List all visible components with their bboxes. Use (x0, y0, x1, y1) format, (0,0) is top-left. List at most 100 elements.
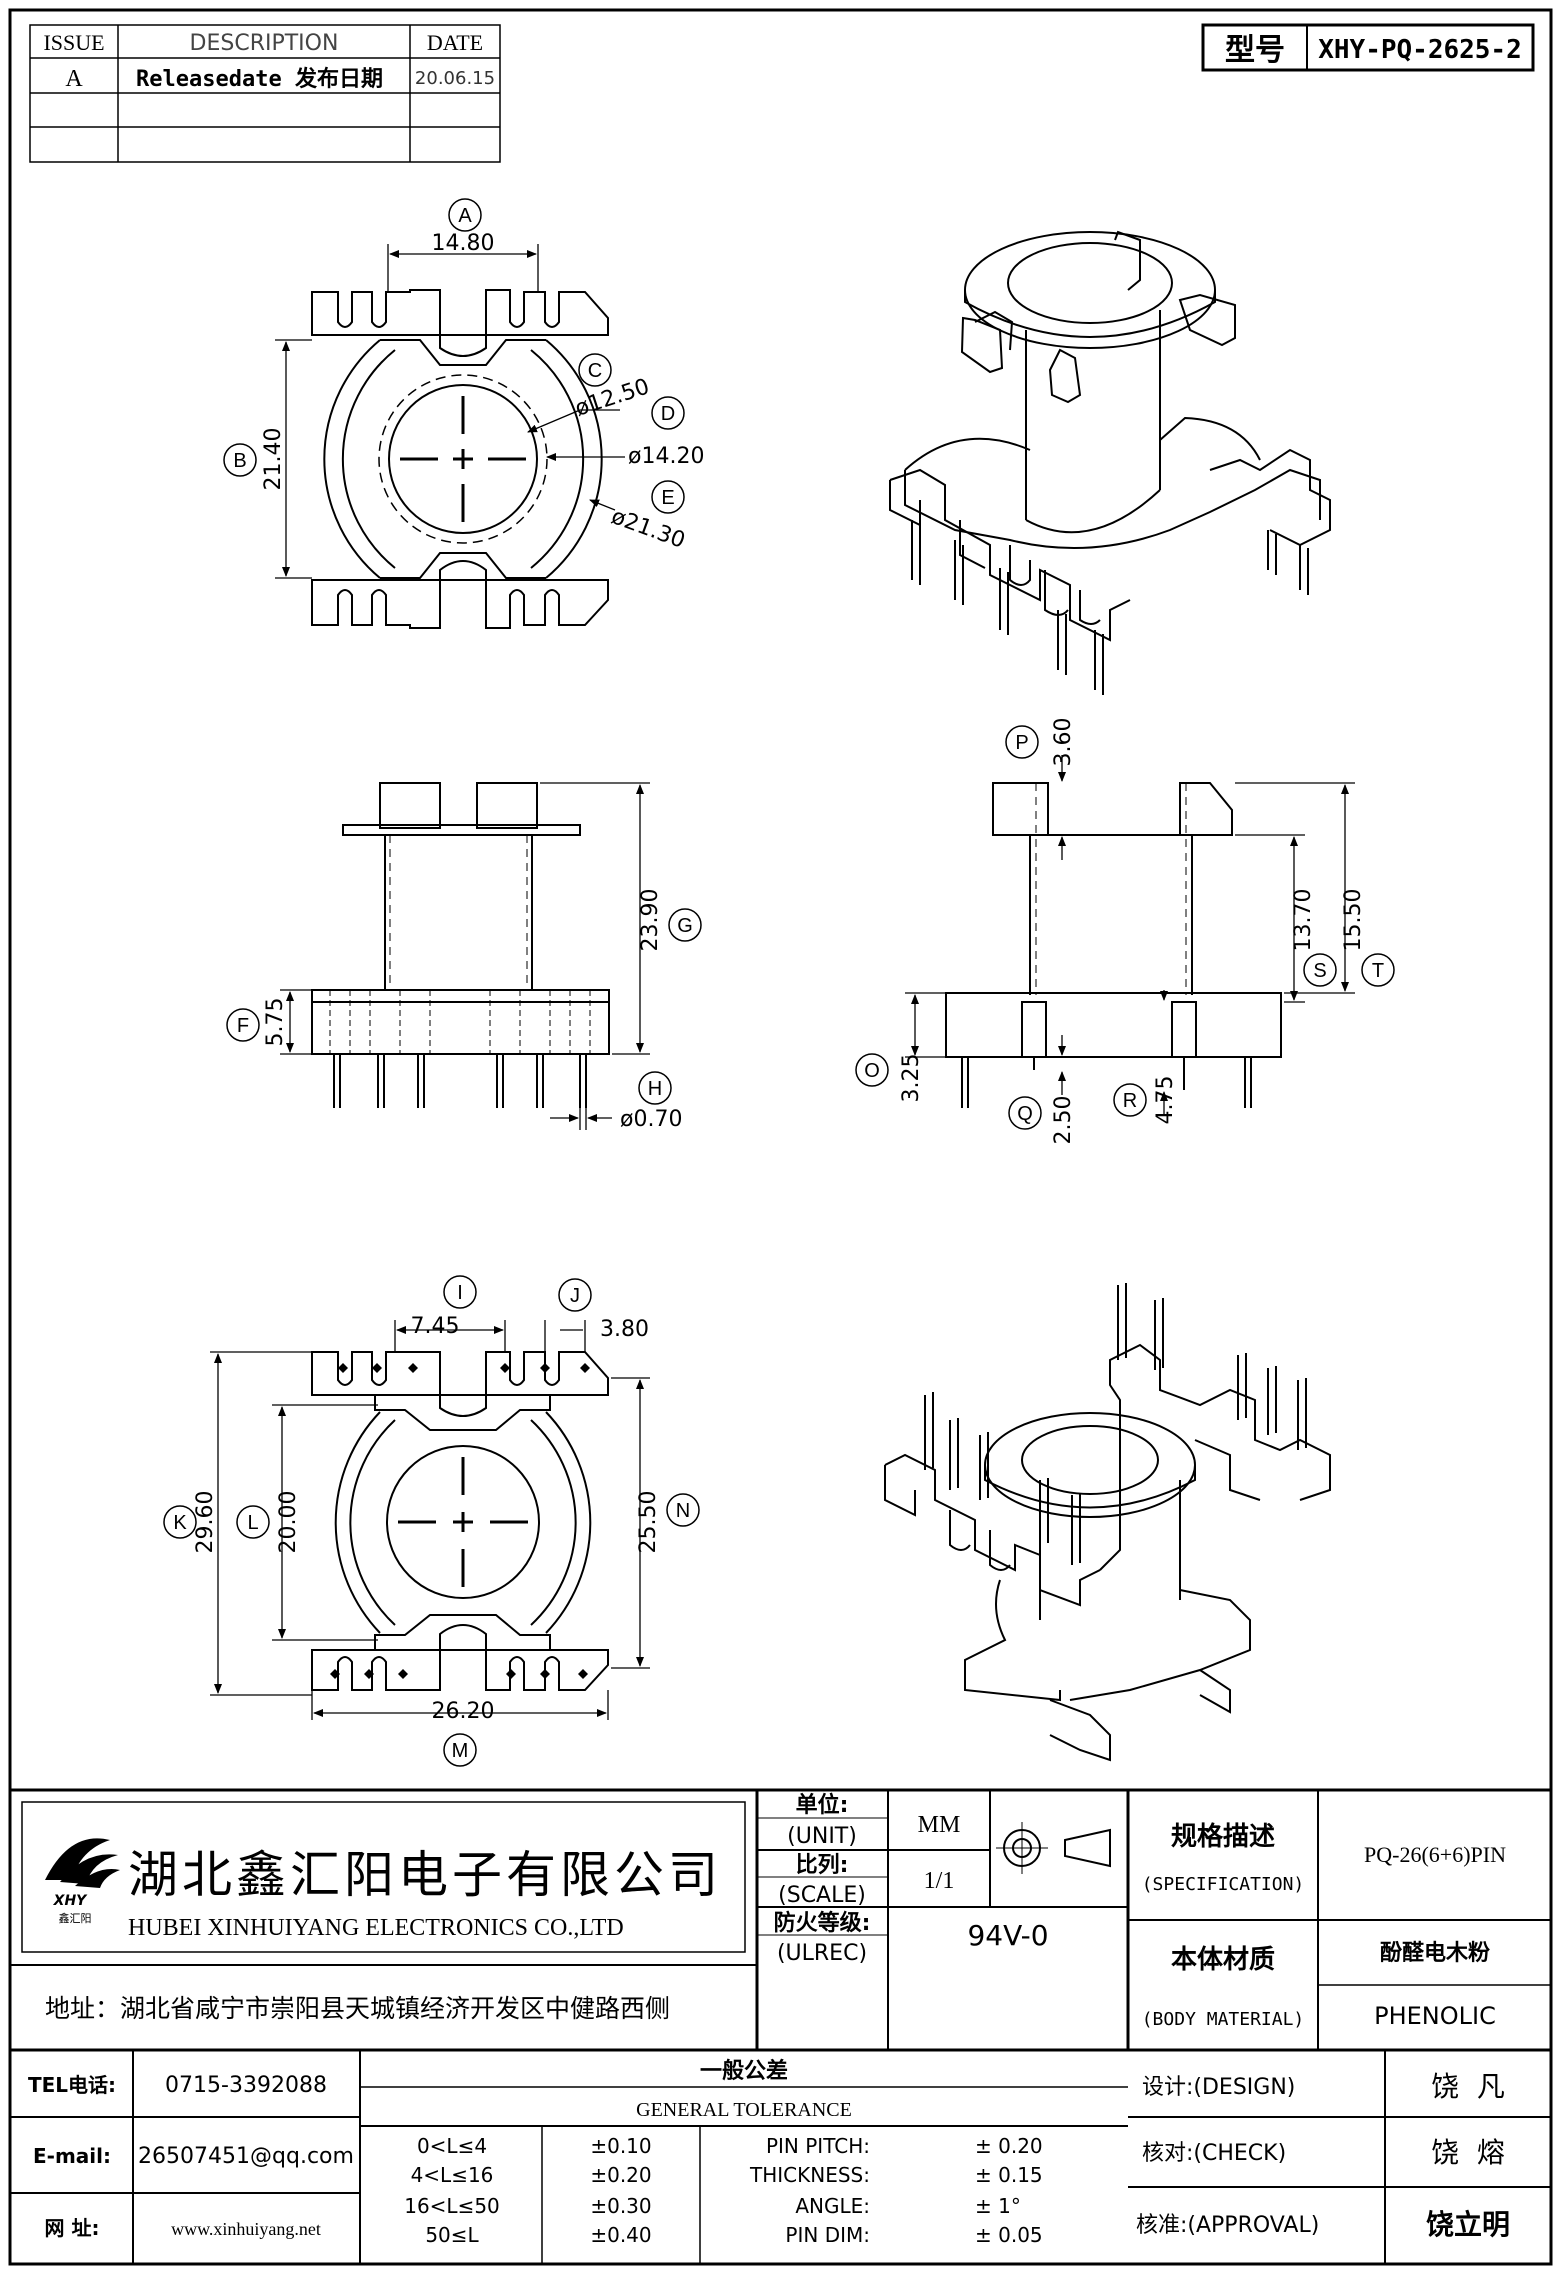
tol-range-2: 16<L≤50 (404, 2194, 500, 2218)
callout-M: M (452, 1740, 469, 1762)
callout-J: J (570, 1285, 580, 1307)
rev-header-description: DESCRIPTION (190, 31, 339, 56)
dim-T: 15.50 (1341, 889, 1366, 952)
material-value-cn: 酚醛电木粉 (1380, 1941, 1490, 1966)
callout-letters: A B C D E F G H P S T O Q R I J K L N M (173, 205, 1384, 1762)
dim-E: ø21.30 (608, 504, 688, 554)
approval-label: 核准:(APPROVAL) (1136, 2213, 1319, 2238)
rev-row-date: 20.06.15 (415, 68, 495, 89)
callout-K: K (173, 1512, 187, 1534)
callout-H: H (648, 1078, 662, 1100)
scale-label: 比列: (796, 1853, 849, 1878)
tolerance-title-en: GENERAL TOLERANCE (636, 2099, 852, 2121)
callout-B: B (233, 450, 246, 472)
tol-value-1: ±0.20 (590, 2163, 651, 2187)
tol-spec-0: PIN PITCH: (766, 2134, 870, 2158)
top-view (311, 289, 609, 629)
tol-range-1: 4<L≤16 (411, 2163, 494, 2187)
scale-value: 1/1 (924, 1868, 955, 1894)
tolerance-specs: PIN PITCH: ± 0.20 THICKNESS: ± 0.15 ANGL… (749, 2134, 1043, 2247)
material-label: 本体材质 (1171, 1945, 1275, 1975)
iso-view-bottom (884, 1283, 1331, 1762)
dim-B: 21.40 (261, 428, 286, 491)
bottom-view (311, 1351, 609, 1691)
tel-value: 0715-3392088 (165, 2073, 327, 2098)
dim-K: 29.60 (193, 1491, 218, 1554)
spec-label-en: (SPECIFICATION) (1142, 1874, 1305, 1895)
scale-label-en: (SCALE) (778, 1883, 866, 1908)
callout-G: G (677, 915, 693, 937)
web-label: 网 址: (45, 2216, 100, 2240)
dim-Q: 2.50 (1051, 1096, 1076, 1145)
tolerance-title-cn: 一般公差 (700, 2058, 788, 2084)
tel-label: TEL电话: (28, 2073, 116, 2097)
callout-L: L (247, 1512, 258, 1534)
dim-D: ø14.20 (628, 444, 704, 469)
ulrec-label-en: (ULREC) (777, 1941, 867, 1966)
check-label: 核对:(CHECK) (1142, 2141, 1286, 2166)
callout-O: O (864, 1060, 880, 1082)
model-box (1201, 23, 1535, 72)
tol-range-0: 0<L≤4 (417, 2134, 487, 2158)
callout-C: C (588, 360, 602, 382)
callout-F: F (237, 1015, 249, 1037)
company-address: 地址：湖北省咸宁市崇阳县天城镇经济开发区中健路西侧 (45, 1994, 670, 2023)
tolerance-ranges: 0<L≤4 ±0.10 4<L≤16 ±0.20 16<L≤50 ±0.30 5… (404, 2134, 651, 2247)
dim-R: 4.75 (1153, 1076, 1178, 1125)
dim-M: 26.20 (432, 1699, 495, 1724)
tol-spec-3: PIN DIM: (785, 2223, 870, 2247)
unit-label-en: (UNIT) (787, 1824, 857, 1849)
ulrec-label: 防火等级: (774, 1910, 871, 1936)
dim-L: 20.00 (276, 1491, 301, 1554)
callout-Q: Q (1017, 1103, 1033, 1125)
logo-text: XHY (53, 1893, 89, 1909)
company-name-en: HUBEI XINHUIYANG ELECTRONICS CO.,LTD (128, 1915, 624, 1941)
sheet-border (8, 8, 1553, 2266)
rev-row-description: Releasedate 发布日期 (136, 66, 383, 92)
check-value: 饶 熔 (1431, 2136, 1505, 2169)
callout-P: P (1015, 732, 1028, 754)
dim-O: 3.25 (899, 1054, 924, 1103)
tol-spec-val-0: ± 0.20 (975, 2134, 1043, 2158)
company-logo: XHY 鑫汇阳 (45, 1838, 120, 1925)
iso-view-top (889, 230, 1331, 695)
tol-spec-val-1: ± 0.15 (975, 2163, 1043, 2187)
company-name-cn: 湖北鑫汇阳电子有限公司 (128, 1846, 722, 1904)
tol-value-3: ±0.40 (590, 2223, 651, 2247)
side-view-dims (905, 755, 1355, 1115)
design-label: 设计:(DESIGN) (1142, 2075, 1295, 2100)
tol-value-2: ±0.30 (590, 2194, 651, 2218)
dim-A: 14.80 (432, 231, 495, 256)
revision-table (29, 24, 501, 163)
dim-I: 7.45 (411, 1314, 460, 1339)
bottom-view-pin-marks (330, 1363, 590, 1679)
tol-spec-2: ANGLE: (795, 2194, 870, 2218)
material-value-en: PHENOLIC (1374, 2002, 1496, 2030)
title-block-grid (10, 1788, 1551, 2264)
front-view (311, 782, 610, 1108)
spec-value: PQ-26(6+6)PIN (1364, 1842, 1506, 1867)
dim-F: 5.75 (263, 998, 288, 1047)
callout-E: E (661, 487, 674, 509)
tol-value-0: ±0.10 (590, 2134, 651, 2158)
unit-value: MM (918, 1812, 961, 1838)
spec-label: 规格描述 (1171, 1821, 1275, 1852)
tol-spec-val-2: ± 1° (975, 2194, 1021, 2218)
bottom-view-dims (210, 1320, 650, 1720)
unit-label: 单位: (796, 1792, 849, 1818)
dim-N: 25.50 (636, 1491, 661, 1554)
rev-header-date: DATE (427, 30, 483, 55)
tol-spec-val-3: ± 0.05 (975, 2223, 1043, 2247)
email-label: E-mail: (33, 2144, 111, 2168)
callout-N: N (676, 1500, 690, 1522)
web-value: www.xinhuiyang.net (171, 2219, 321, 2239)
dim-S: 13.70 (1291, 889, 1316, 952)
top-view-dims (275, 244, 625, 579)
material-label-en: (BODY MATERIAL) (1142, 2009, 1305, 2030)
model-value: XHY-PQ-2625-2 (1318, 35, 1522, 65)
design-value: 饶 凡 (1431, 2070, 1505, 2103)
callout-S: S (1313, 960, 1326, 982)
dim-P: 3.60 (1051, 718, 1076, 767)
callout-bubbles (163, 198, 1395, 1767)
